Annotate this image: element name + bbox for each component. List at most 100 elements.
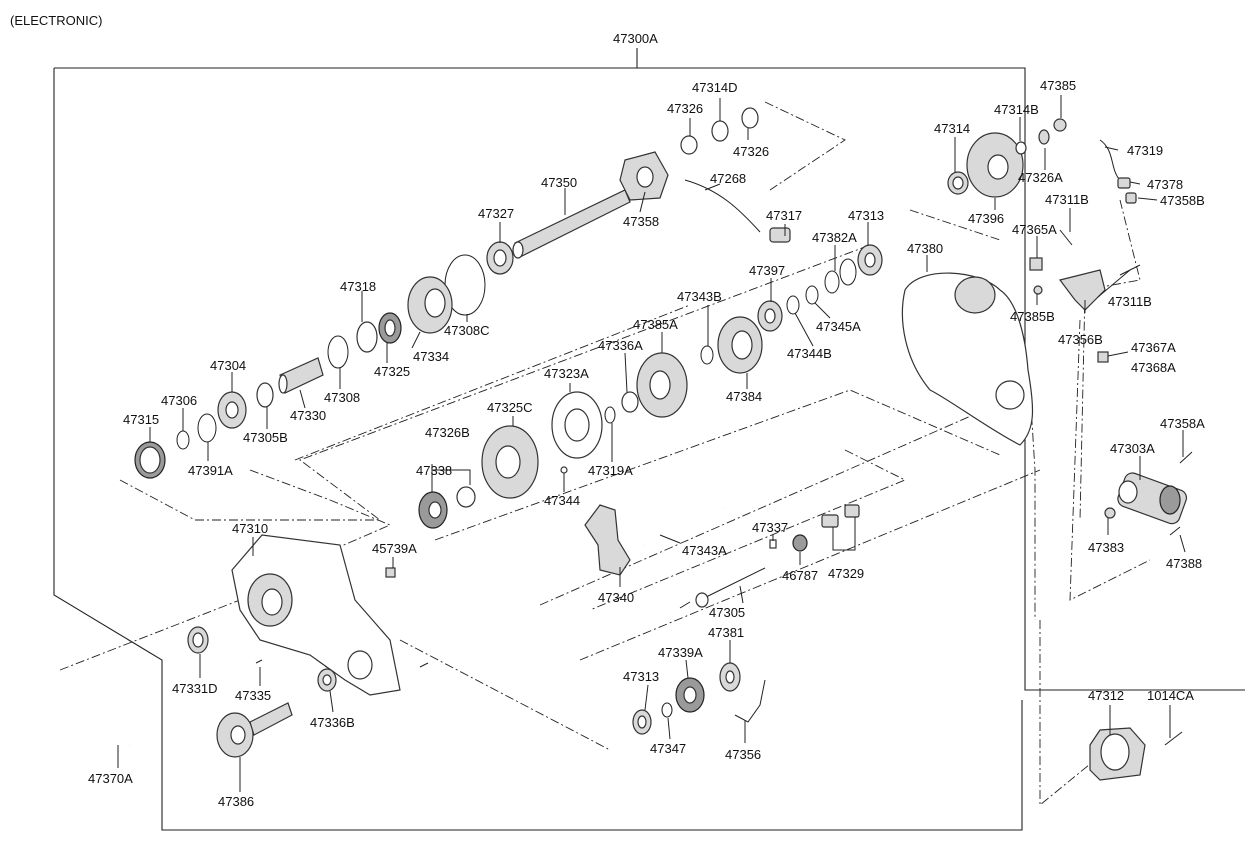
label-47326-b: 47326 [733,144,769,159]
label-47350: 47350 [541,175,577,190]
label-47319A: 47319A [588,463,633,478]
snap-ring-right [839,258,857,286]
rear-case-47380 [901,272,1034,446]
label-47308: 47308 [324,390,360,405]
label-47336A: 47336A [598,338,643,353]
label-47329: 47329 [828,566,864,581]
label-47345A: 47345A [816,319,861,334]
label-47358B: 47358B [1160,193,1205,208]
hose-47268 [684,179,761,233]
shift-fork-47340 [584,504,631,576]
bearing-47304 [217,391,247,429]
label-47368A: 47368A [1131,360,1176,375]
nut-47326A [1038,129,1050,145]
ring-47318 [356,321,378,353]
label-47396: 47396 [968,211,1004,226]
label-47311B-lower: 47311B [1108,294,1152,309]
label-47344B: 47344B [787,346,832,361]
label-47337: 47337 [752,520,788,535]
label-47304: 47304 [210,358,246,373]
mount-47312 [1089,727,1146,781]
label-47367A: 47367A [1131,340,1176,355]
sensor-47329 [821,504,860,528]
label-47344: 47344 [544,493,580,508]
tone-ring-47315 [134,441,166,479]
label-47305B: 47305B [243,430,288,445]
leader-lines [117,95,1186,792]
label-47313-lower: 47313 [623,669,659,684]
label-47391A: 47391A [188,463,233,478]
bearing-47327 [486,241,514,275]
bolt-1014CA [1164,731,1183,746]
plug-47367A [1097,351,1109,363]
washer-47305B [256,382,274,408]
label-47358: 47358 [623,214,659,229]
label-47335: 47335 [235,688,271,703]
label-47314: 47314 [934,121,970,136]
drive-gear-47325C [481,425,539,499]
label-47386: 47386 [218,794,254,809]
carrier-47334 [407,276,453,334]
plate-47323A [551,391,603,459]
label-47381: 47381 [708,625,744,640]
assembly-label: 47300A [613,31,658,46]
gear-47326B [418,491,448,529]
label-47315: 47315 [123,412,159,427]
label-47385A: 47385A [633,317,678,332]
label-47326B: 47326B [425,425,470,440]
variant-label: (ELECTRONIC) [10,13,102,28]
ring-47347 [661,702,673,718]
label-47268: 47268 [710,171,746,186]
seal-47331D [187,626,209,654]
label-45739A: 45739A [372,541,417,556]
clip-47336A [621,391,639,413]
label-47383: 47383 [1088,540,1124,555]
label-47327: 47327 [478,206,514,221]
ring-47319A [604,406,616,424]
label-47370A: 47370A [88,771,133,786]
label-47306: 47306 [161,393,197,408]
cam-46787 [792,534,808,552]
label-47330: 47330 [290,408,326,423]
label-47347: 47347 [650,741,686,756]
label-47343B: 47343B [677,289,722,304]
label-47365A: 47365A [1012,222,1057,237]
shaft-47305 [695,567,766,608]
plug-small [419,662,429,668]
label-47339A: 47339A [658,645,703,660]
fastener-small [679,601,691,609]
label-47303A: 47303A [1110,441,1155,456]
bearing-47381 [719,662,741,692]
label-47319: 47319 [1127,143,1163,158]
label-47334: 47334 [413,349,449,364]
output-flange-47386 [216,702,293,758]
label-47382A: 47382A [812,230,857,245]
bolt-47311B-upper [1059,229,1073,246]
label-47384: 47384 [726,389,762,404]
label-47325C: 47325C [487,400,533,415]
bearing-47313-lower [632,709,652,735]
label-47311B-upper: 47311B [1045,192,1089,207]
nut-47385 [1053,118,1067,132]
sprocket-47385A [636,352,688,418]
label-47310: 47310 [232,521,268,536]
label-47314B: 47314B [994,102,1039,117]
label-47356B: 47356B [1058,332,1103,347]
label-47313-upper: 47313 [848,208,884,223]
label-47323A: 47323A [544,366,589,381]
pin-47337 [769,539,777,549]
chain-47356 [734,679,766,723]
ring-47306 [176,430,190,450]
cover-flange-47396 [966,132,1024,198]
ring-47382A [824,270,840,294]
bushing-47338 [456,486,476,508]
label-47343A: 47343A [682,543,727,558]
bolt-47388 [1169,526,1181,536]
label-47385: 47385 [1040,78,1076,93]
snap-ring-47391A [197,413,217,443]
gear-47339A [675,677,705,713]
label-47380: 47380 [907,241,943,256]
snap-ring-47308 [327,335,349,369]
front-case-47310 [231,534,401,696]
